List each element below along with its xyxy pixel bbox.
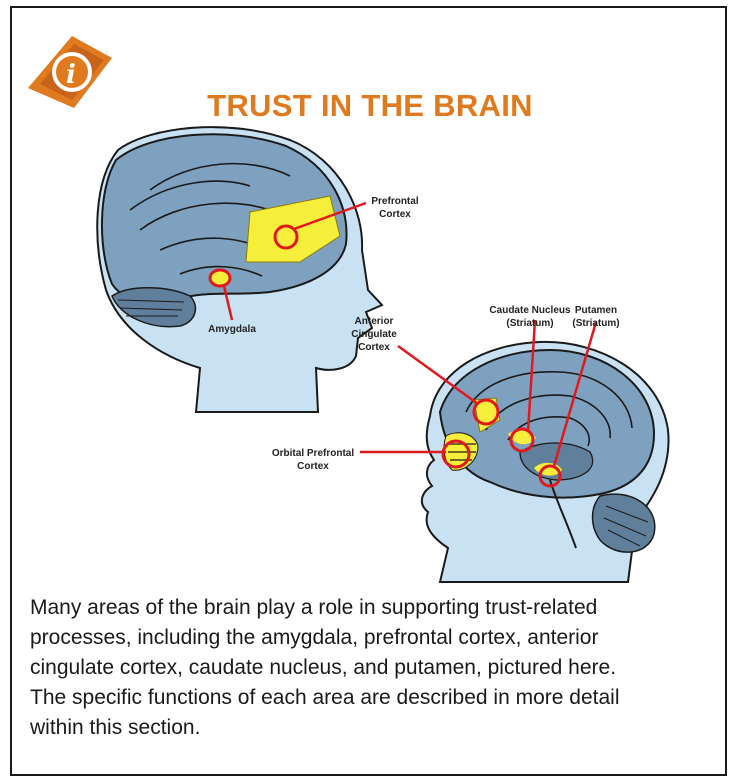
svg-text:i: i (66, 60, 76, 90)
svg-text:Cortex: Cortex (297, 461, 329, 472)
caption-line: processes, including the amygdala, prefr… (30, 623, 720, 653)
svg-text:Cingulate: Cingulate (351, 329, 397, 340)
label-anterior-cingulate: Anterior Cingulate Cortex (351, 316, 478, 404)
svg-text:Putamen: Putamen (575, 305, 617, 316)
caption-line: The specific functions of each area are … (30, 683, 720, 713)
svg-text:Cortex: Cortex (379, 209, 411, 220)
head-sagittal-view (422, 342, 669, 582)
description-text: Many areas of the brain play a role in s… (30, 593, 720, 743)
svg-text:Prefrontal: Prefrontal (371, 196, 418, 207)
svg-text:Caudate Nucleus: Caudate Nucleus (489, 305, 571, 316)
svg-text:(Striatum): (Striatum) (572, 318, 619, 329)
svg-text:Orbital Prefrontal: Orbital Prefrontal (272, 448, 354, 459)
label-orbital: Orbital Prefrontal Cortex (272, 448, 446, 472)
svg-text:Anterior: Anterior (355, 316, 394, 327)
svg-text:(Striatum): (Striatum) (506, 318, 553, 329)
caption-line: cingulate cortex, caudate nucleus, and p… (30, 653, 720, 683)
svg-text:Cortex: Cortex (358, 342, 390, 353)
caption-line: within this section. (30, 713, 720, 743)
page-title: TRUST IN THE BRAIN (0, 88, 740, 124)
head-side-view (97, 127, 382, 412)
svg-text:Amygdala: Amygdala (208, 324, 256, 335)
caption-line: Many areas of the brain play a role in s… (30, 593, 720, 623)
